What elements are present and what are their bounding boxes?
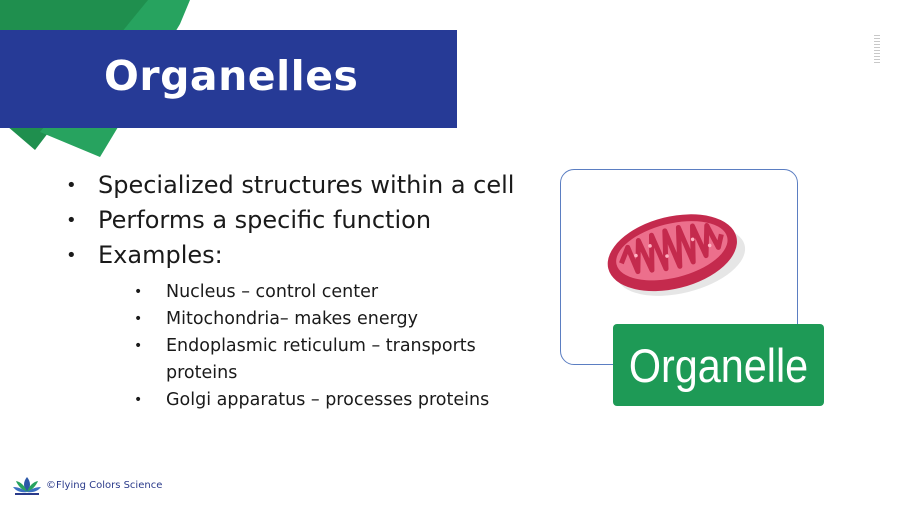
- vertical-fine-print: [874, 35, 880, 65]
- example-text: Golgi apparatus – processes proteins: [166, 390, 490, 410]
- example-text: Nucleus – control center: [166, 282, 379, 302]
- bullet-list: • Specialized structures within a cell •…: [66, 168, 516, 414]
- example-text: Mitochondria– makes energy: [166, 309, 418, 329]
- examples-list: • Nucleus – control center • Mitochondri…: [66, 279, 516, 414]
- organelle-label-badge: Organelle: [613, 324, 824, 406]
- footer: ©Flying Colors Science: [12, 474, 162, 496]
- example-item: • Mitochondria– makes energy: [66, 306, 516, 333]
- lotus-logo-icon: [13, 477, 41, 495]
- bullet-dot-icon: •: [134, 284, 143, 300]
- bullet-text: Specialized structures within a cell: [98, 171, 515, 199]
- footer-copyright: ©Flying Colors Science: [46, 479, 163, 491]
- bullet-item: • Performs a specific function: [66, 203, 516, 238]
- bullet-item: • Examples:: [66, 238, 516, 273]
- slide-title: Organelles: [104, 52, 359, 100]
- example-text: Endoplasmic reticulum – transports prote…: [166, 336, 476, 383]
- example-item: • Nucleus – control center: [66, 279, 516, 306]
- bullet-dot-icon: •: [66, 245, 77, 266]
- bullet-dot-icon: •: [134, 311, 143, 327]
- title-banner: [0, 30, 457, 128]
- bullet-item: • Specialized structures within a cell: [66, 168, 516, 203]
- example-item: • Endoplasmic reticulum – transports pro…: [66, 333, 516, 387]
- bullet-text: Examples:: [98, 241, 223, 269]
- bullet-dot-icon: •: [66, 210, 77, 231]
- bullet-dot-icon: •: [66, 175, 77, 196]
- bullet-dot-icon: •: [134, 338, 143, 354]
- mitochondrion-icon: [607, 214, 746, 296]
- example-item: • Golgi apparatus – processes proteins: [66, 387, 516, 414]
- bullet-text: Performs a specific function: [98, 206, 432, 234]
- bullet-dot-icon: •: [134, 392, 143, 408]
- organelle-label-text: Organelle: [628, 338, 809, 392]
